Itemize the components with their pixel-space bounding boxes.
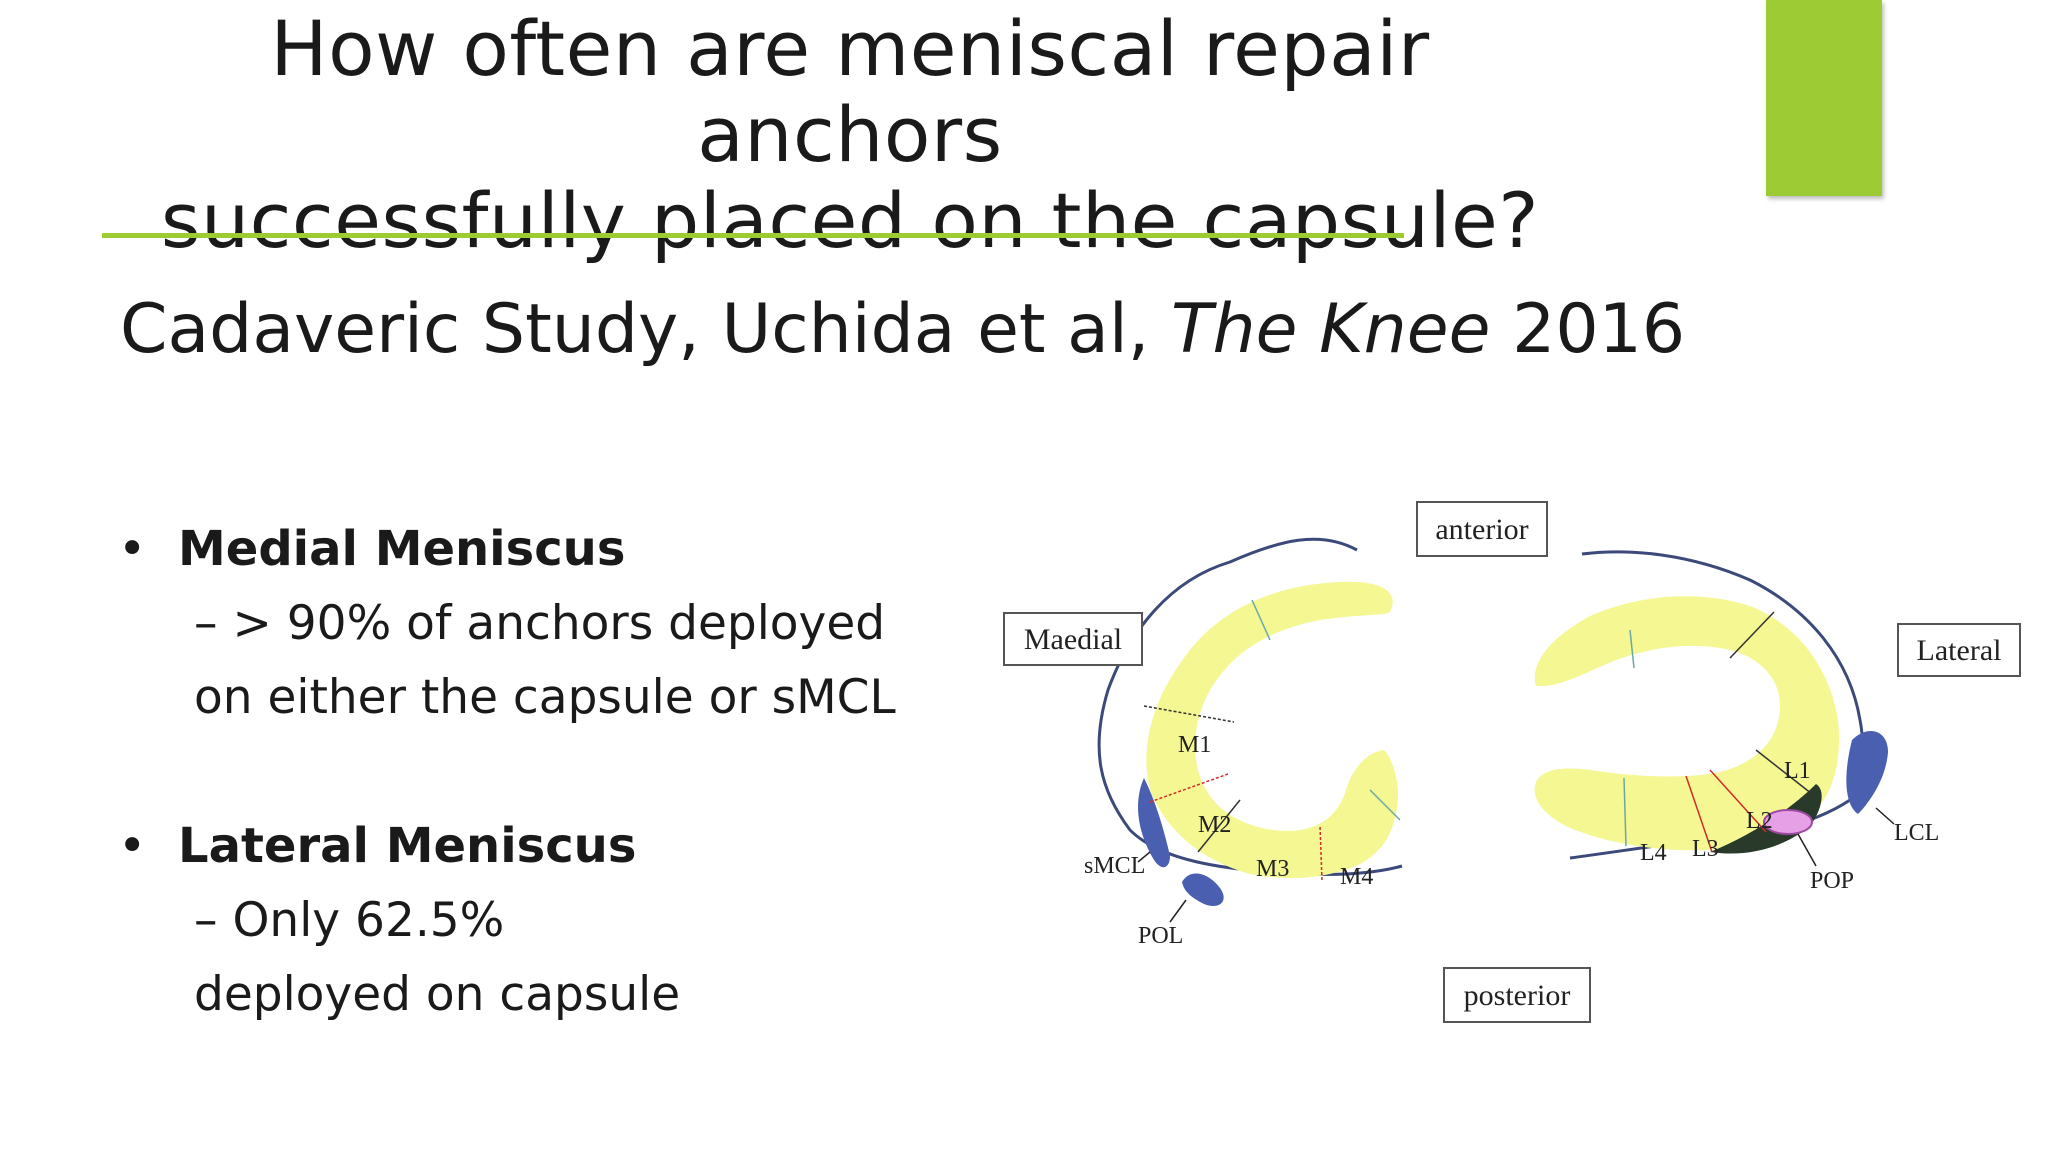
citation-year: 2016 (1512, 290, 1686, 369)
zone-label-m1: M1 (1178, 732, 1211, 758)
medial-box (1003, 612, 1143, 666)
lateral-box (1897, 623, 2021, 677)
bullet-heading: Medial Meniscus (178, 521, 626, 577)
smcl-ligament (1138, 778, 1170, 868)
bullet-dot: • (118, 521, 147, 577)
zone-divider (1729, 611, 1775, 659)
bullet-detail-line: deployed on capsule (194, 967, 681, 1022)
lcl-ligament (1846, 730, 1888, 814)
smcl-leader (1137, 851, 1151, 863)
bullet-detail-line: on either the capsule or sMCL (194, 670, 896, 725)
bullet-heading: Lateral Meniscus (178, 818, 637, 874)
citation-authors: Cadaveric Study, Uchida et al, (120, 290, 1150, 369)
zone-divider (1143, 705, 1235, 723)
pop-tendon (1763, 809, 1813, 835)
posterior-label: posterior (1464, 979, 1571, 1012)
anterior-box (1416, 501, 1548, 557)
lcl-label: LCL (1894, 820, 1939, 846)
lcl-leader (1875, 807, 1895, 825)
meniscus-zone-diagram: anterior Maedial Lateral posterior M1 M2… (1003, 501, 2021, 1023)
zone-label-m3: M3 (1256, 856, 1289, 882)
citation-journal: The Knee (1171, 290, 1491, 369)
title-divider (102, 233, 1404, 238)
zone-label-l2: L2 (1746, 808, 1773, 834)
popliteus-region (1710, 784, 1822, 854)
zone-divider-red (1149, 773, 1229, 803)
pop-label: POP (1810, 868, 1854, 894)
bullet-lateral: • Lateral Meniscus – Only 62.5% deployed… (118, 818, 680, 1032)
pol-ligament (1182, 873, 1224, 907)
medial-meniscus (1146, 581, 1398, 879)
study-citation: Cadaveric Study, Uchida et al, The Knee … (120, 290, 1685, 370)
zone-divider (1755, 749, 1813, 795)
pol-leader (1169, 899, 1187, 923)
zone-label-m4: M4 (1340, 864, 1373, 890)
accent-block (1766, 0, 1882, 196)
zone-label-l3: L3 (1692, 836, 1719, 862)
bullet-detail-line: – Only 62.5% (194, 893, 505, 948)
bullet-medial: • Medial Meniscus – > 90% of anchors dep… (118, 521, 896, 735)
title-line-2: successfully placed on the capsule? (160, 176, 1540, 265)
zone-label-m2: M2 (1198, 812, 1231, 838)
zone-divider-red (1319, 825, 1323, 881)
zone-divider (1623, 777, 1627, 847)
zone-label-l4: L4 (1640, 840, 1667, 866)
lateral-label: Lateral (1917, 634, 2002, 667)
lateral-meniscus (1534, 596, 1840, 851)
zone-divider (1369, 789, 1401, 821)
zone-divider (1629, 629, 1635, 669)
bullet-detail-line: – > 90% of anchors deployed (194, 596, 886, 651)
zone-divider (1251, 599, 1271, 641)
pol-label: POL (1138, 923, 1183, 949)
posterior-box (1443, 967, 1591, 1023)
slide-title: How often are meniscal repair anchors su… (110, 6, 1590, 264)
zone-label-l1: L1 (1784, 758, 1811, 784)
smcl-label: sMCL (1084, 853, 1145, 879)
title-line-1: How often are meniscal repair anchors (270, 4, 1430, 179)
bullet-dot: • (118, 818, 147, 874)
zone-divider-red (1709, 769, 1767, 833)
zone-divider (1197, 799, 1241, 853)
zone-divider-red (1685, 775, 1713, 853)
anterior-label: anterior (1435, 513, 1528, 546)
medial-label: Maedial (1024, 623, 1122, 656)
pop-leader (1797, 833, 1817, 867)
